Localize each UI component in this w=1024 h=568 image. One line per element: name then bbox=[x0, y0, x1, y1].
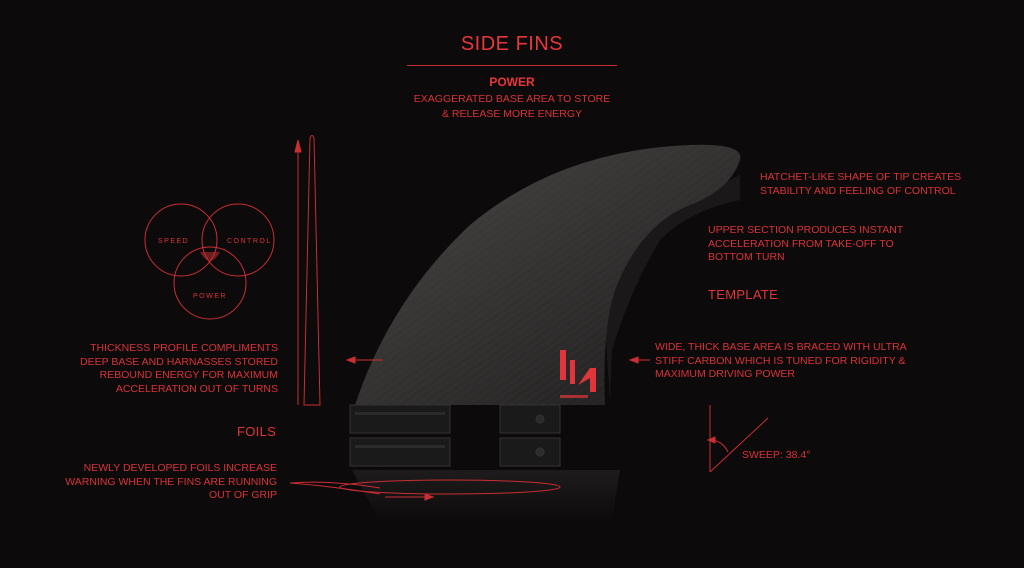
venn-power-label: POWER bbox=[193, 293, 227, 300]
power-description: EXAGGERATED BASE AREA TO STORE & RELEASE… bbox=[413, 93, 611, 120]
pointer-arrows bbox=[345, 356, 650, 364]
venn-control-label: CONTROL bbox=[227, 238, 272, 245]
page-title: SIDE FINS bbox=[460, 33, 564, 55]
foil-ellipse bbox=[339, 479, 561, 495]
template-heading: TEMPLATE bbox=[708, 287, 779, 302]
fin-plugs bbox=[349, 404, 561, 467]
power-heading: POWER bbox=[489, 75, 535, 89]
base-description: WIDE, THICK BASE AREA IS BRACED WITH ULT… bbox=[655, 341, 907, 380]
hatchet-description: HATCHET-LIKE SHAPE OF TIP CREATES STABIL… bbox=[760, 171, 962, 197]
sweep-label: SWEEP: 38.4° bbox=[742, 449, 811, 461]
fin-logo bbox=[560, 350, 596, 398]
thickness-profile bbox=[294, 135, 321, 406]
venn-diagram bbox=[144, 203, 275, 320]
fin-back bbox=[600, 175, 740, 400]
upper-description: UPPER SECTION PRODUCES INSTANT ACCELERAT… bbox=[708, 224, 904, 263]
foils-heading: FOILS bbox=[237, 424, 277, 439]
venn-speed-label: SPEED bbox=[158, 238, 189, 245]
title-divider bbox=[407, 65, 617, 66]
foil-lines bbox=[289, 481, 435, 501]
thickness-description: THICKNESS PROFILE COMPLIMENTS DEEP BASE … bbox=[80, 342, 279, 395]
fin-reflection bbox=[352, 470, 620, 522]
foils-description: NEWLY DEVELOPED FOILS INCREASE WARNING W… bbox=[65, 462, 277, 501]
sweep-angle bbox=[706, 405, 769, 473]
